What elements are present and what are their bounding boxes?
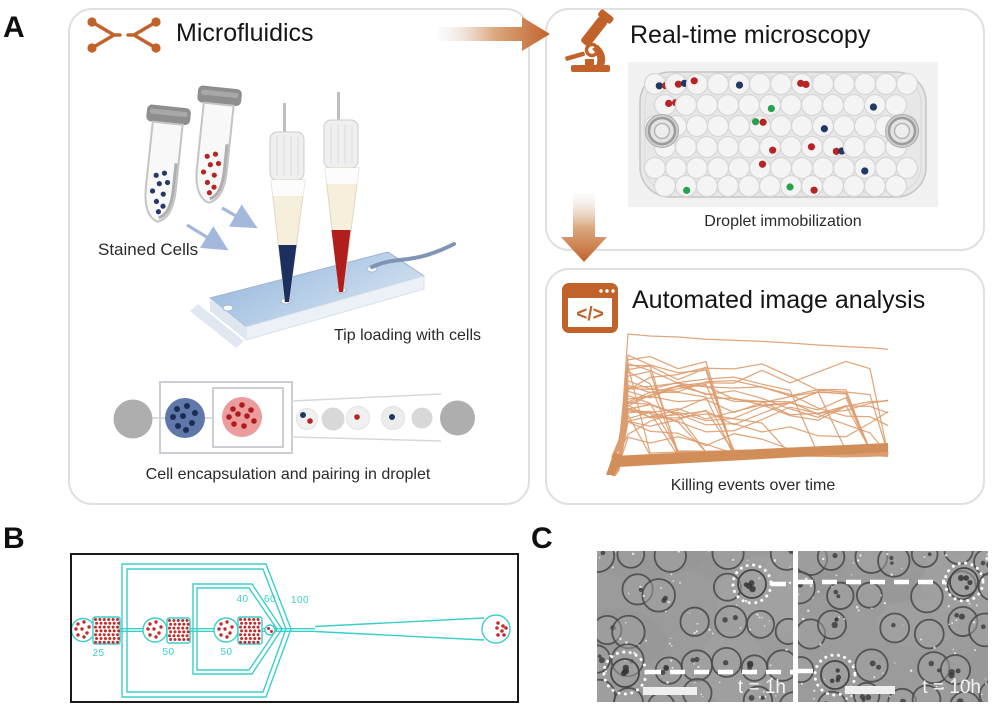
- cell-filter-arrays: [74, 618, 508, 644]
- channel-width-label-100: 100: [291, 595, 309, 606]
- panel-c-label: C: [531, 522, 553, 555]
- encapsulation-droplets: [113, 381, 475, 454]
- timepoint-label-right: t = 10h: [922, 677, 981, 698]
- micrograph-t1h: t = 1h: [597, 551, 793, 702]
- microfluidics-title: Microfluidics: [176, 19, 314, 47]
- sample-tube-blue: [144, 104, 191, 223]
- stained-cells-caption: Stained Cells: [98, 240, 199, 259]
- code-window-icon: </>: [562, 283, 618, 333]
- droplet-chamber-figure: [628, 62, 938, 207]
- pipette-tip-blue: [269, 103, 306, 303]
- channel-width-label-inlet3: 50: [220, 647, 232, 658]
- microscopy-title: Real-time microscopy: [630, 21, 871, 49]
- droplet-immobilization-caption: Droplet immobilization: [704, 213, 862, 230]
- code-glyph: </>: [576, 304, 603, 325]
- flow-arrow-right-icon: [438, 17, 550, 51]
- micrograph-t10h: t = 10h: [798, 551, 988, 702]
- killing-events-plot: [606, 333, 889, 476]
- timepoint-label-left: t = 1h: [737, 677, 786, 698]
- channel-width-label-40: 40: [236, 594, 248, 605]
- channel-width-label-60: 60: [264, 594, 276, 605]
- chip-schematic-figure: 25 50 50 40 60 100: [70, 553, 519, 703]
- loading-chip: [190, 251, 426, 348]
- oil-channel-loops: [83, 563, 485, 698]
- tip-loading-caption: Tip loading with cells: [334, 327, 482, 344]
- killing-events-caption: Killing events over time: [670, 477, 836, 494]
- chamber-port-left: [645, 114, 679, 148]
- chamber-port-right: [885, 114, 919, 148]
- channel-width-label-inlet2: 50: [162, 647, 174, 658]
- microfluidics-artwork: [113, 85, 475, 454]
- analysis-title: Automated image analysis: [632, 286, 926, 314]
- survivor-band: [612, 443, 888, 467]
- chip-schematic-drawing: 25 50 50 40 60 100: [70, 563, 511, 698]
- sample-tube-red: [195, 85, 242, 204]
- pipette-tip-red: [323, 92, 360, 293]
- panel-a-label: A: [3, 11, 25, 44]
- microfluidic-chip-icon: [87, 17, 161, 53]
- microscope-icon: [565, 9, 614, 72]
- flow-arrow-down-icon: [561, 193, 607, 262]
- panel-b-label: B: [3, 522, 25, 555]
- channel-width-label-inlet1: 25: [92, 648, 104, 659]
- chip-tubing: [370, 242, 456, 269]
- encapsulation-caption: Cell encapsulation and pairing in drople…: [145, 466, 431, 483]
- loading-arrows: [186, 204, 258, 251]
